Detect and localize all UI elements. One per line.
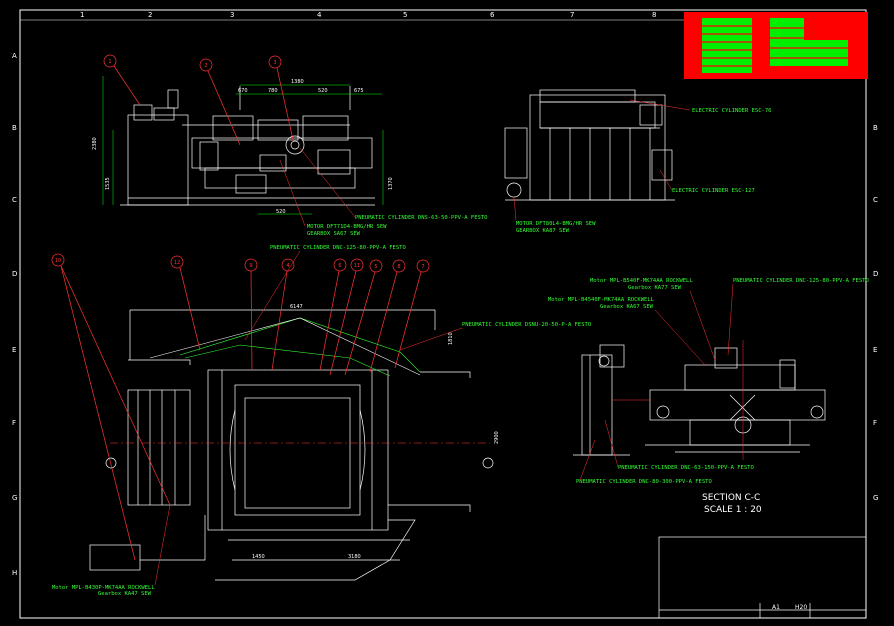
front-view-dimensions <box>102 76 384 215</box>
balloon-11: 11 <box>354 263 360 269</box>
col-5: 5 <box>403 11 407 19</box>
balloon-5: 5 <box>374 264 377 270</box>
row-h-left: H <box>12 569 17 577</box>
row-c-left: C <box>12 196 17 204</box>
row-f-left: F <box>12 419 16 427</box>
balloon-3: 3 <box>273 60 276 66</box>
dim-6147: 6147 <box>290 304 303 310</box>
balloon-12: 12 <box>174 260 180 266</box>
section-cc-view <box>573 344 826 456</box>
dim-520b: 520 <box>276 209 286 215</box>
dim-1535: 1535 <box>105 177 111 190</box>
row-g-left: G <box>12 494 17 502</box>
callout-motor-a: Motor MPL-B540F-MK74AA ROCKWELL <box>590 278 693 284</box>
plan-end-left <box>105 457 117 469</box>
sheet-border <box>19 9 867 619</box>
dim-1810: 1810 <box>448 332 454 345</box>
revision-block-green-mid <box>770 18 804 66</box>
balloon-9: 9 <box>249 263 252 269</box>
callout-pneu-cyl-dnc125-top: PNEUMATIC CYLINDER DNC-125-80-PPV-A FEST… <box>270 245 406 251</box>
callout-motor-b: Motor MPL-B4540F-MK74AA ROCKWELL <box>548 297 655 303</box>
dim-670: 670 <box>238 88 248 94</box>
title-block <box>658 536 867 619</box>
col-7: 7 <box>570 11 574 19</box>
dim-2380: 2380 <box>92 137 98 150</box>
balloon-6: 6 <box>338 263 341 269</box>
revision-block-green-left <box>702 18 752 73</box>
callout-gearbox-b: Gearbox KA67 SEW <box>600 304 654 310</box>
callout-motor-left: Motor MPL-B430P-MK74AA ROCKWELL <box>52 585 155 591</box>
balloons-plan <box>51 253 430 561</box>
title-block-frame <box>658 536 867 619</box>
balloon-4: 4 <box>286 263 289 269</box>
revision-block-lines <box>702 25 848 67</box>
row-b-left: B <box>12 124 17 132</box>
row-c-right: C <box>873 196 878 204</box>
front-leader-lines <box>279 147 356 227</box>
callout-gearbox-side: GEARBOX KA87 SEW <box>516 228 570 234</box>
title-block-ref: H20 <box>795 604 807 611</box>
row-f-right: F <box>873 419 877 427</box>
dim-1450: 1450 <box>252 554 265 560</box>
grid-row-labels: A B C D E F G H B C D E F G <box>12 52 878 577</box>
row-e-right: E <box>873 346 877 354</box>
row-d-right: D <box>873 270 878 278</box>
balloon-1: 1 <box>108 59 111 65</box>
callout-pneu-cyl-dnc80: PNEUMATIC CYLINDER DNC-80-300-PPV-A FEST… <box>576 479 712 485</box>
balloon-7: 7 <box>421 264 424 270</box>
balloon-10: 10 <box>55 258 61 264</box>
row-b-right: B <box>873 124 878 132</box>
col-2: 2 <box>148 11 152 19</box>
callout-motor-front: MOTOR DFT71D4-BMG/HR SEW <box>307 224 387 230</box>
callout-gearbox-front: GEARBOX SA67 SEW <box>307 231 361 237</box>
callout-electric-cyl-127: ELECTRIC CYLINDER ESC-127 <box>672 188 755 194</box>
col-3: 3 <box>230 11 234 19</box>
balloon-2: 2 <box>204 63 207 69</box>
plan-view <box>89 309 471 581</box>
callout-pneu-cyl-dsnu: PNEUMATIC CYLINDER DSNU-20-50-P-A FESTO <box>462 322 591 328</box>
front-elevation-view <box>120 86 375 206</box>
col-4: 4 <box>317 11 322 19</box>
side-elevation-view <box>504 89 675 201</box>
plan-view-white-rails <box>149 317 421 376</box>
section-cc-redlines <box>612 340 744 460</box>
col-6: 6 <box>490 11 495 19</box>
plan-end-right <box>482 457 494 469</box>
callout-gearbox-left: Gearbox KA47 SEW <box>98 591 152 597</box>
section-title: SECTION C-C <box>702 493 760 503</box>
balloon-8: 8 <box>397 264 400 270</box>
dim-520a: 520 <box>318 88 328 94</box>
dim-3180: 3180 <box>348 554 361 560</box>
balloons-front <box>103 54 294 146</box>
callout-motor-side: MOTOR DFT80L4-BMG/HR SEW <box>516 221 596 227</box>
side-leader-lines <box>513 99 691 221</box>
dim-780: 780 <box>268 88 278 94</box>
callout-electric-cyl-76: ELECTRIC CYLINDER ESC-76 <box>692 108 771 114</box>
plan-view-rails <box>179 317 421 377</box>
revision-block <box>684 12 868 79</box>
title-block-sheet: A1 <box>772 604 780 611</box>
col-8: 8 <box>652 11 656 19</box>
callout-pneu-cyl-dnc125-right: PNEUMATIC CYLINDER DNC-125-80-PPV-A FEST… <box>733 278 869 284</box>
revision-block-green-right <box>804 40 848 66</box>
row-e-left: E <box>12 346 16 354</box>
col-1: 1 <box>80 11 84 19</box>
callout-gearbox-a: Gearbox KA77 SEW <box>628 285 682 291</box>
plan-leader-lines <box>154 250 463 586</box>
callout-pneu-cyl-dns: PNEUMATIC CYLINDER DNS-63-50-PPV-A FESTO <box>355 215 487 221</box>
dim-1380: 1380 <box>291 79 304 85</box>
row-d-left: D <box>12 270 17 278</box>
dim-1370: 1370 <box>388 177 394 190</box>
callout-pneu-cyl-dnc63: PNEUMATIC CYLINDER DNC-63-150-PPV-A FEST… <box>618 465 754 471</box>
row-g-right: G <box>873 494 878 502</box>
dim-2900: 2900 <box>494 431 500 444</box>
dim-675: 675 <box>354 88 364 94</box>
section-leader-lines <box>579 283 734 481</box>
row-a-left: A <box>12 52 17 60</box>
section-scale: SCALE 1 : 20 <box>704 505 762 515</box>
